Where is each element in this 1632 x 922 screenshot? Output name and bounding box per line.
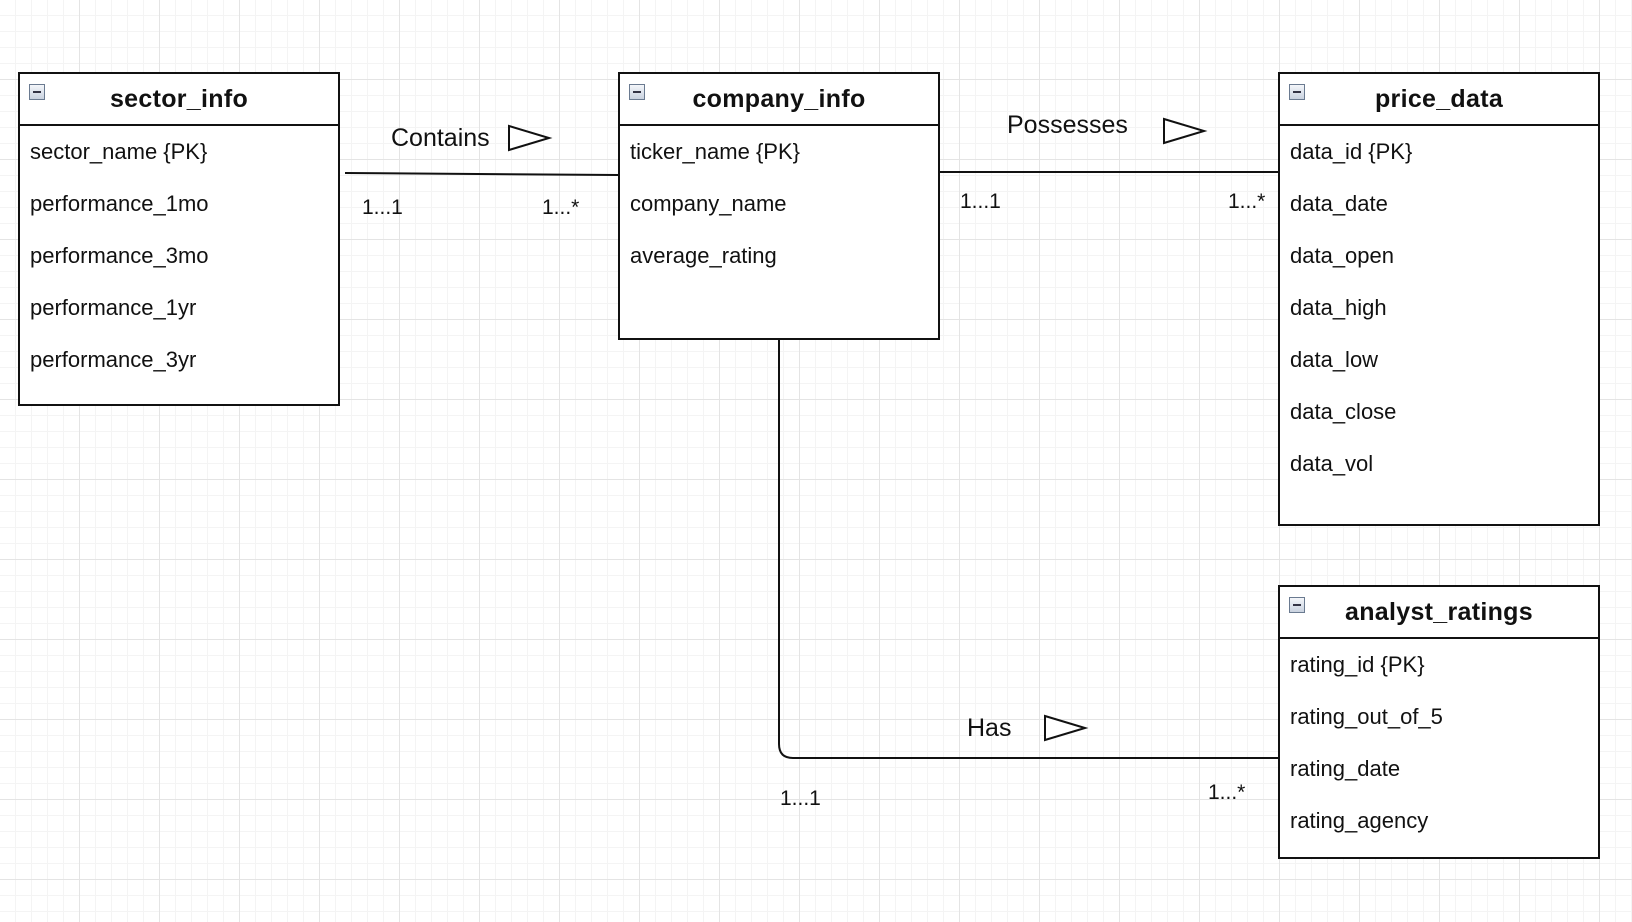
relationship-label-has[interactable]: Has xyxy=(967,714,1012,742)
field[interactable]: data_vol xyxy=(1290,451,1374,476)
multiplicity-contains-from: 1...1 xyxy=(362,196,403,219)
field[interactable]: rating_out_of_5 xyxy=(1290,704,1443,729)
multiplicity-has-from: 1...1 xyxy=(780,787,821,810)
field[interactable]: data_high xyxy=(1290,295,1387,320)
field-list: sector_name {PK} performance_1mo perform… xyxy=(20,126,338,395)
field[interactable]: data_close xyxy=(1290,399,1397,424)
entity-title: analyst_ratings xyxy=(1345,597,1533,626)
edge-has[interactable] xyxy=(778,339,1280,759)
triangle-arrow-icon-has xyxy=(1044,714,1089,742)
multiplicity-possesses-to: 1...* xyxy=(1228,190,1266,213)
minus-square-icon[interactable] xyxy=(629,84,645,100)
field[interactable]: ticker_name {PK} xyxy=(630,139,800,164)
field[interactable]: average_rating xyxy=(630,243,777,268)
multiplicity-has-to: 1...* xyxy=(1208,781,1246,804)
field[interactable]: rating_agency xyxy=(1290,808,1429,833)
field[interactable]: performance_1mo xyxy=(30,191,209,216)
field[interactable]: company_name xyxy=(630,191,787,216)
field[interactable]: data_open xyxy=(1290,243,1394,268)
field[interactable]: performance_1yr xyxy=(30,295,197,320)
field[interactable]: rating_id {PK} xyxy=(1290,652,1425,677)
minus-square-icon[interactable] xyxy=(1289,84,1305,100)
edge-contains[interactable] xyxy=(344,172,619,176)
minus-square-icon[interactable] xyxy=(29,84,45,100)
field[interactable]: sector_name {PK} xyxy=(30,139,208,164)
entity-header: price_data xyxy=(1280,74,1598,126)
entity-price-data[interactable]: price_data data_id {PK} data_date data_o… xyxy=(1278,72,1600,526)
field[interactable]: performance_3mo xyxy=(30,243,209,268)
entity-header: analyst_ratings xyxy=(1280,587,1598,639)
field[interactable]: data_low xyxy=(1290,347,1379,372)
field[interactable]: data_id {PK} xyxy=(1290,139,1413,164)
relationship-label-contains[interactable]: Contains xyxy=(391,124,490,152)
entity-company-info[interactable]: company_info ticker_name {PK} company_na… xyxy=(618,72,940,340)
field[interactable]: performance_3yr xyxy=(30,347,197,372)
entity-title: company_info xyxy=(692,84,866,113)
triangle-arrow-icon-contains xyxy=(508,124,553,152)
entity-title: sector_info xyxy=(109,84,249,113)
multiplicity-contains-to: 1...* xyxy=(542,196,580,219)
field-list: data_id {PK} data_date data_open data_hi… xyxy=(1280,126,1598,499)
entity-sector-info[interactable]: sector_info sector_name {PK} performance… xyxy=(18,72,340,406)
entity-header: sector_info xyxy=(20,74,338,126)
entity-header: company_info xyxy=(620,74,938,126)
field[interactable]: data_date xyxy=(1290,191,1388,216)
minus-square-icon[interactable] xyxy=(1289,597,1305,613)
multiplicity-possesses-from: 1...1 xyxy=(960,190,1001,213)
triangle-arrow-icon-possesses xyxy=(1163,117,1208,145)
field[interactable]: rating_date xyxy=(1290,756,1401,781)
relationship-label-possesses[interactable]: Possesses xyxy=(1007,111,1128,139)
entity-title: price_data xyxy=(1374,84,1504,113)
field-list: rating_id {PK} rating_out_of_5 rating_da… xyxy=(1280,639,1598,856)
field-list: ticker_name {PK} company_name average_ra… xyxy=(620,126,938,291)
entity-analyst-ratings[interactable]: analyst_ratings rating_id {PK} rating_ou… xyxy=(1278,585,1600,859)
